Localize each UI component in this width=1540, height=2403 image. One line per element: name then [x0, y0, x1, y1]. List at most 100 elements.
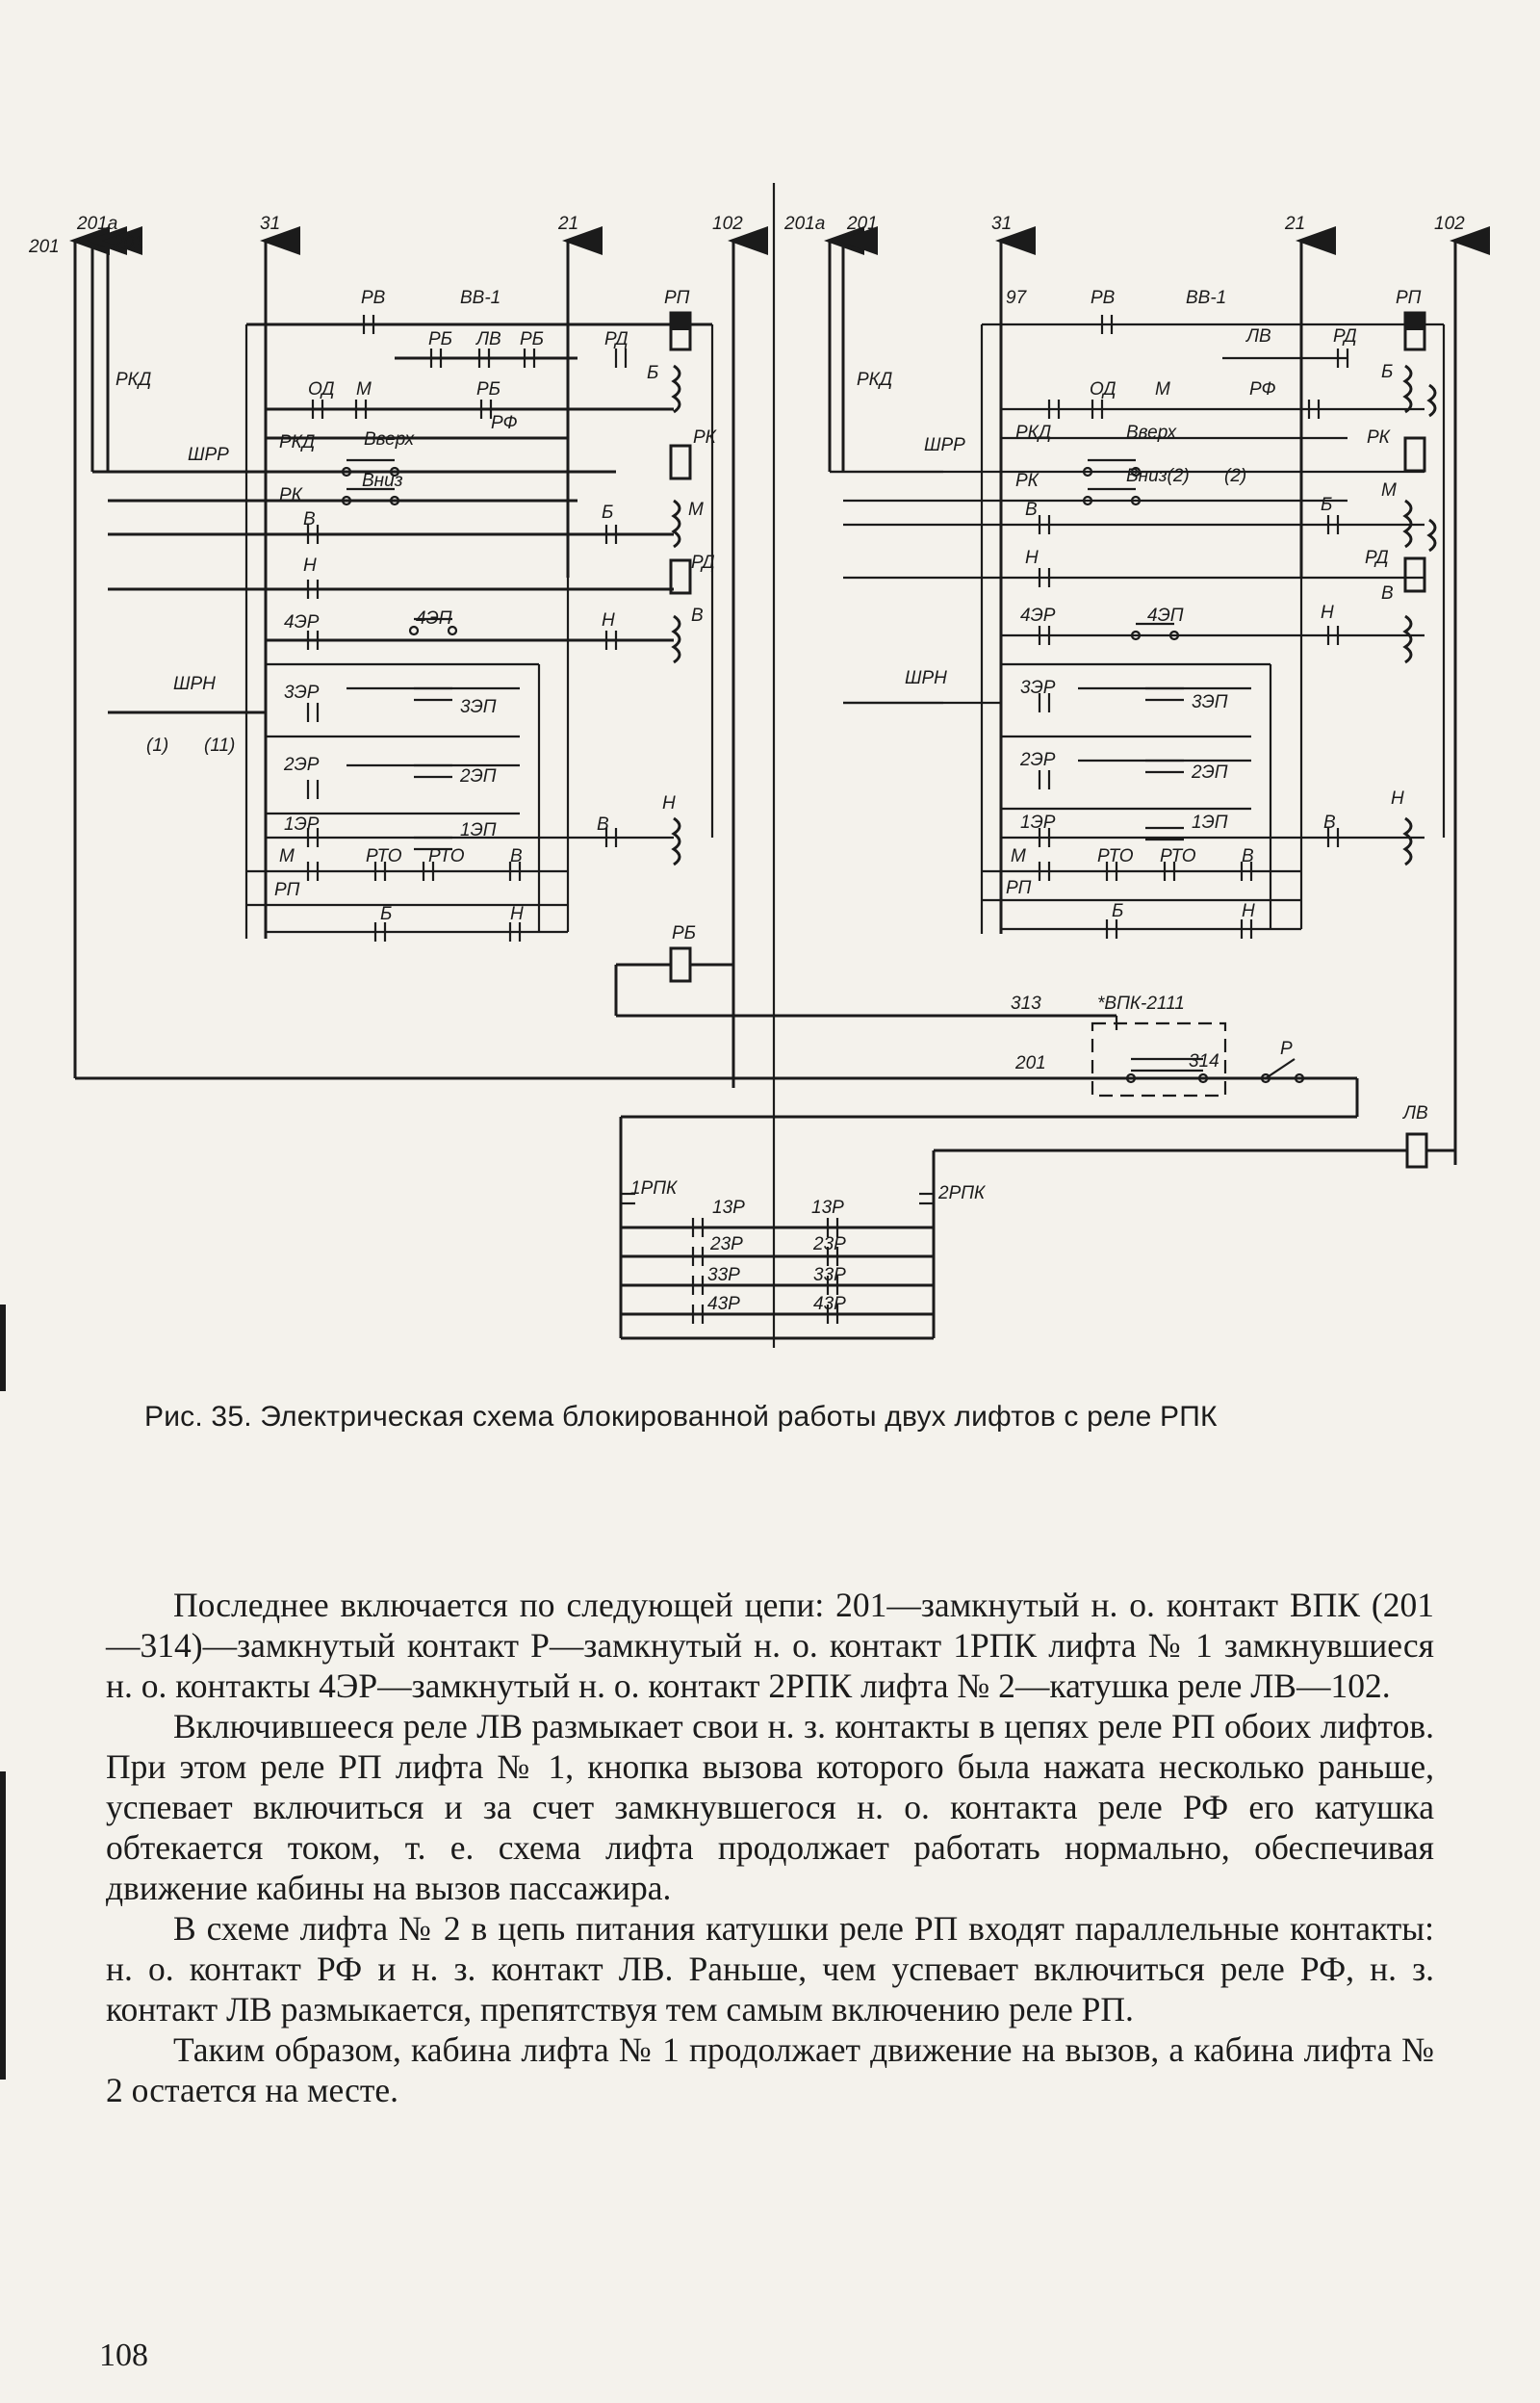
- label-v-r3: В: [1323, 813, 1336, 833]
- label-bus-201-b: 201: [113, 233, 144, 253]
- label-1er-r: 1ЭР: [1020, 813, 1056, 833]
- label-m: М: [356, 379, 372, 400]
- label-rk: РК: [693, 427, 718, 448]
- label-rkd: РКД: [116, 370, 151, 390]
- label-bus-31-r: 31: [991, 214, 1012, 234]
- label-1er: 1ЭР: [284, 814, 320, 835]
- label-p: Р: [1280, 1039, 1293, 1059]
- label-vv1: ВВ-1: [460, 288, 500, 308]
- label-43r-2: 43Р: [813, 1294, 846, 1314]
- label-bus-21: 21: [557, 214, 578, 234]
- label-vpk: *ВПК-2111: [1097, 994, 1185, 1014]
- label-2er-r: 2ЭР: [1019, 750, 1056, 770]
- margin-mark: [0, 1305, 6, 1391]
- label-314: 314: [1189, 1051, 1219, 1072]
- label-od: ОД: [308, 379, 335, 400]
- label-rk-r2: РК: [1015, 471, 1040, 491]
- label-4er: 4ЭР: [284, 612, 320, 633]
- label-4er-r: 4ЭР: [1020, 606, 1056, 626]
- label-1rpk: 1РПК: [630, 1178, 679, 1199]
- electrical-schematic: 201 201а 201 31 21 102 РКД ШРР ШРН (1) (…: [28, 183, 1490, 1348]
- label-rb: РБ: [428, 329, 452, 349]
- label-1: (1): [146, 736, 168, 756]
- interlock-circuit: [619, 1016, 1455, 1340]
- label-rk-2: РК: [279, 485, 304, 505]
- label-bus-21-r: 21: [1284, 214, 1305, 234]
- label-rp-r: РП: [1396, 288, 1422, 308]
- label-rd-r2: РД: [1365, 548, 1389, 568]
- label-n-4: Н: [510, 904, 524, 924]
- label-b-r2: Б: [1321, 495, 1332, 515]
- label-shrn-r: ШРН: [905, 668, 947, 688]
- figure-caption: Рис. 35. Электрическая схема блокированн…: [144, 1401, 1218, 1433]
- label-vv1-r: ВВ-1: [1186, 288, 1226, 308]
- label-v-4: В: [510, 846, 523, 866]
- label-rp: РП: [664, 288, 690, 308]
- label-rkd-r2: РКД: [1015, 423, 1051, 443]
- label-rk-r: РК: [1367, 427, 1392, 448]
- label-rto-r: РТО: [1097, 846, 1134, 866]
- label-n-3: Н: [662, 793, 676, 814]
- label-b-3: Б: [380, 904, 392, 924]
- label-rd: РД: [604, 329, 629, 349]
- label-23r-2: 23Р: [812, 1234, 846, 1254]
- margin-mark: [0, 1771, 6, 2080]
- label-rd-r: РД: [1333, 326, 1357, 347]
- label-v-3: В: [597, 814, 609, 835]
- label-rv-r: РВ: [1091, 288, 1116, 308]
- label-3er: 3ЭР: [284, 683, 320, 703]
- label-rf: РФ: [491, 413, 518, 433]
- label-shrr: ШРР: [188, 445, 229, 465]
- body-text: Последнее включается по следующей цепи: …: [106, 1585, 1434, 2110]
- label-43r: 43Р: [707, 1294, 740, 1314]
- label-rp-r2: РП: [1006, 878, 1032, 898]
- label-m-r: М: [1155, 379, 1170, 400]
- label-23r: 23Р: [709, 1234, 743, 1254]
- label-n-r4: Н: [1242, 901, 1255, 921]
- label-vverkh-r: Вверх: [1126, 423, 1178, 443]
- label-b-r3: Б: [1112, 901, 1123, 921]
- label-od-r: ОД: [1090, 379, 1116, 400]
- paragraph-2: Включившееся реле ЛВ размыкает свои н. з…: [106, 1707, 1434, 1907]
- label-n-r2: Н: [1321, 603, 1334, 623]
- label-rto: РТО: [366, 846, 402, 866]
- schematic-labels: 201 201а 201 31 21 102 РКД ШРР ШРН (1) (…: [28, 214, 1465, 1314]
- label-vniz2: Вниз(2): [1126, 466, 1190, 486]
- label-b-2: Б: [602, 503, 613, 523]
- label-2rpk: 2РПК: [937, 1183, 987, 1203]
- label-2er: 2ЭР: [283, 755, 320, 775]
- label-bus-201a-r: 201а: [783, 214, 825, 234]
- label-201-interlock: 201: [1014, 1053, 1046, 1073]
- label-vverkh: Вверх: [364, 429, 416, 450]
- label-v-r: В: [1025, 500, 1038, 520]
- label-97: 97: [1006, 288, 1028, 308]
- label-rkd-2: РКД: [279, 432, 315, 452]
- label-33r: 33Р: [707, 1265, 740, 1285]
- label-1ep-r: 1ЭП: [1192, 813, 1228, 833]
- label-lv-r: ЛВ: [1245, 326, 1271, 347]
- label-m-3: М: [279, 846, 295, 866]
- label-1ep: 1ЭП: [460, 820, 497, 840]
- label-3ep: 3ЭП: [460, 697, 497, 717]
- label-rb-2: РБ: [520, 329, 544, 349]
- label-b-r: Б: [1381, 362, 1393, 382]
- label-v-2: В: [691, 606, 704, 626]
- label-two: (2): [1224, 466, 1246, 486]
- label-2ep: 2ЭП: [459, 766, 497, 787]
- label-m-r2: М: [1381, 480, 1397, 501]
- label-4ep-r: 4ЭП: [1147, 606, 1184, 626]
- label-rv: РВ: [361, 288, 386, 308]
- label-bus-201: 201: [28, 237, 60, 257]
- label-n-r3: Н: [1391, 788, 1404, 809]
- label-rp-2: РП: [274, 880, 300, 900]
- page-number: 108: [99, 2338, 148, 2373]
- label-bus-201a: 201а: [76, 214, 117, 234]
- label-rf-r: РФ: [1249, 379, 1276, 400]
- label-3ep-r: 3ЭП: [1192, 692, 1228, 712]
- label-4ep: 4ЭП: [416, 608, 452, 629]
- label-13r-2: 13Р: [811, 1198, 844, 1218]
- label-13r: 13Р: [712, 1198, 745, 1218]
- paragraph-4: Таким образом, кабина лифта № 1 продолжа…: [106, 2030, 1434, 2109]
- label-3er-r: 3ЭР: [1020, 678, 1056, 698]
- label-n: Н: [303, 556, 317, 576]
